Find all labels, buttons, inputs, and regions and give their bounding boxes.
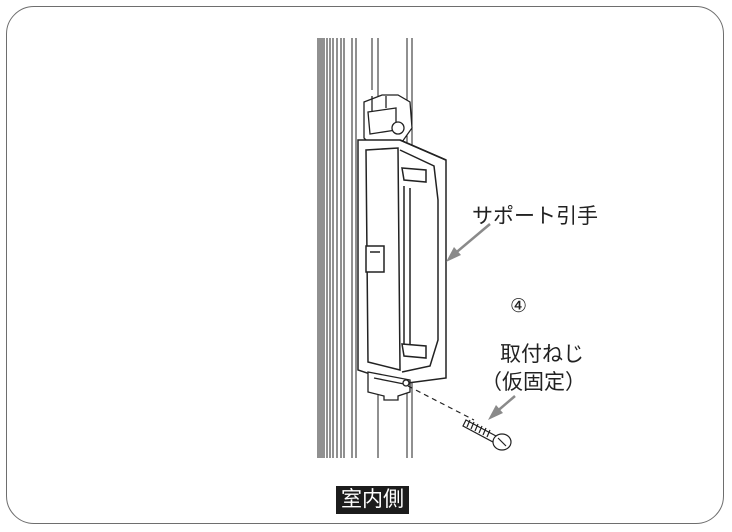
support-handle [357, 139, 447, 385]
leader-arrows [446, 223, 516, 420]
screw-temporary-note: （仮固定） [481, 370, 586, 394]
bottom-bracket [367, 371, 411, 401]
indoor-side-tag: 室内側 [336, 486, 409, 514]
top-bracket [363, 94, 413, 151]
support-handle-label: サポート引手 [472, 204, 598, 228]
screw [462, 419, 512, 451]
screw-label: 取付ねじ [500, 342, 584, 366]
screw-guide-line [407, 385, 475, 421]
diagram-frame [6, 6, 724, 524]
window-frame-rails [317, 38, 413, 458]
step-number-label: ④ [510, 295, 528, 317]
